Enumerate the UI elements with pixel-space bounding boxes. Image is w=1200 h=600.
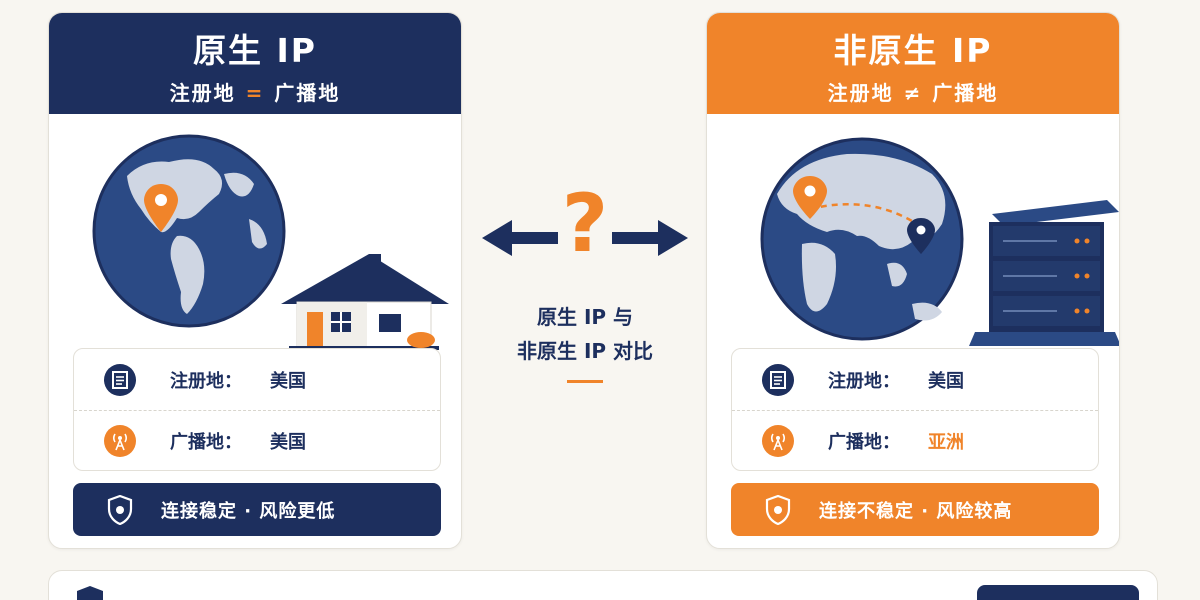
subtitle-registration: 注册地 [169,81,236,105]
subtitle-broadcast: 广播地 [932,81,999,105]
non-native-status-bar: 连接不稳定 · 风险较高 [731,483,1099,536]
shield-icon [77,586,103,600]
row-label: 注册地： [170,370,242,392]
non-native-info-box: 注册地： 美国 广播地： 亚洲 [731,348,1099,471]
location-pin-icon [793,176,827,219]
native-ip-header: 原生 IP 注册地 = 广播地 [49,13,461,114]
row-label: 广播地： [170,432,242,453]
subtitle-registration: 注册地 [827,81,894,105]
non-native-ip-subtitle: 注册地 ≠ 广播地 [707,77,1119,106]
status-text: 连接不稳定 · 风险较高 [819,500,1013,522]
document-icon [104,363,136,396]
non-native-ip-title: 非原生 IP [833,31,993,70]
row-value: 美国 [928,370,964,392]
non-native-illustration [760,137,1119,346]
shield-icon [107,494,133,525]
status-text: 连接稳定 · 风险更低 [161,500,336,522]
caption-line-1: 原生 IP 与 [536,305,634,329]
not-equals-sign: ≠ [903,81,923,105]
native-registration-row: 注册地： 美国 [74,349,440,410]
route-dashed-line [809,203,921,228]
non-native-ip-header: 非原生 IP 注册地 ≠ 广播地 [707,13,1119,114]
caption-line-2: 非原生 IP 对比 [516,339,654,363]
bottom-button[interactable] [977,585,1139,600]
non-native-ip-card: 非原生 IP 注册地 ≠ 广播地 [706,12,1120,549]
server-icon [969,200,1119,346]
bottom-card [48,570,1158,600]
native-ip-card: 原生 IP 注册地 = 广播地 [48,12,462,549]
native-broadcast-row: 广播地： 美国 [74,410,440,471]
native-illustration [92,134,449,350]
comparison-center: ? 原生 IP 与 非原生 IP 对比 [478,177,692,400]
subtitle-broadcast: 广播地 [274,81,341,105]
comparison-caption: 原生 IP 与 非原生 IP 对比 [478,300,692,368]
row-label: 注册地： [828,370,900,392]
double-arrow-icon [482,220,688,256]
native-info-box: 注册地： 美国 广播地： 美国 [73,348,441,471]
non-native-registration-row: 注册地： 美国 [732,349,1098,410]
native-ip-subtitle: 注册地 = 广播地 [49,77,461,106]
globe-americas-icon [92,134,286,328]
native-status-bar: 连接稳定 · 风险更低 [73,483,441,536]
row-value: 亚洲 [928,432,964,453]
non-native-broadcast-row: 广播地： 亚洲 [732,410,1098,471]
question-mark: ? [561,177,609,270]
document-icon [762,363,794,396]
shield-icon [765,494,791,525]
native-ip-title: 原生 IP [193,31,317,70]
accent-divider [567,380,603,383]
row-label: 广播地： [828,432,900,453]
house-icon [281,254,449,350]
equals-sign: = [245,81,265,105]
row-value: 美国 [270,432,306,453]
antenna-icon [762,425,794,457]
location-pin-icon [144,184,178,232]
antenna-icon [104,425,136,457]
location-pin-icon [907,218,935,254]
row-value: 美国 [270,370,306,392]
